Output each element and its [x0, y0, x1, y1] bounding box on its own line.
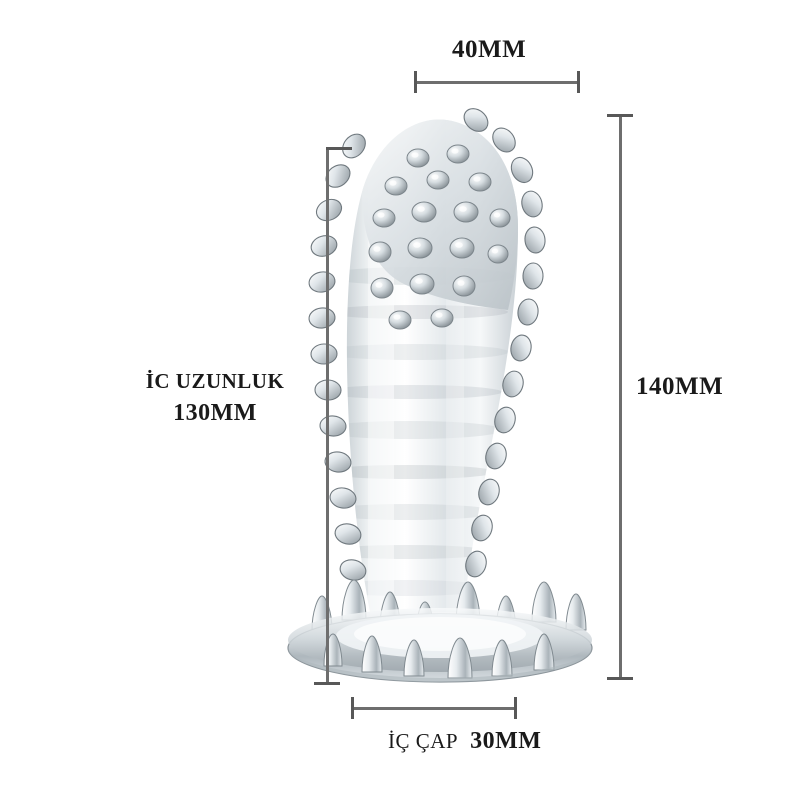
base-ring [287, 579, 593, 683]
inner-length-caption: İC UZUNLUK [145, 369, 285, 393]
inner-length-value: 130MM [173, 400, 257, 427]
inner-diameter-tick-left [351, 697, 354, 719]
product-illustration [287, 108, 593, 683]
sleeve-tip [362, 119, 518, 310]
outer-width-tick-left [414, 71, 417, 93]
outer-width-label: 40MM [452, 36, 527, 63]
inner-diameter-tick-right [514, 697, 517, 719]
inner-diameter-label: İÇ ÇAP 30MM [388, 728, 541, 755]
inner-diameter-value: 30MM [470, 728, 542, 754]
total-length-tick-top [607, 114, 633, 117]
inner-length-line [326, 148, 329, 685]
inner-length-label: İC UZUNLUK 130MM [130, 366, 300, 431]
total-length-label: 140MM [636, 373, 724, 400]
surface-studs [368, 144, 511, 330]
inner-diameter-line [352, 707, 516, 710]
total-length-line [619, 115, 622, 680]
inner-length-tick-top [326, 147, 352, 150]
inner-diameter-caption: İÇ ÇAP [388, 729, 459, 753]
inner-length-tick-bottom [314, 682, 340, 685]
right-edge-nubs [463, 108, 546, 578]
product-image [250, 100, 630, 700]
total-length-tick-bottom [607, 677, 633, 680]
outer-width-tick-right [577, 71, 580, 93]
outer-width-line [415, 81, 579, 84]
